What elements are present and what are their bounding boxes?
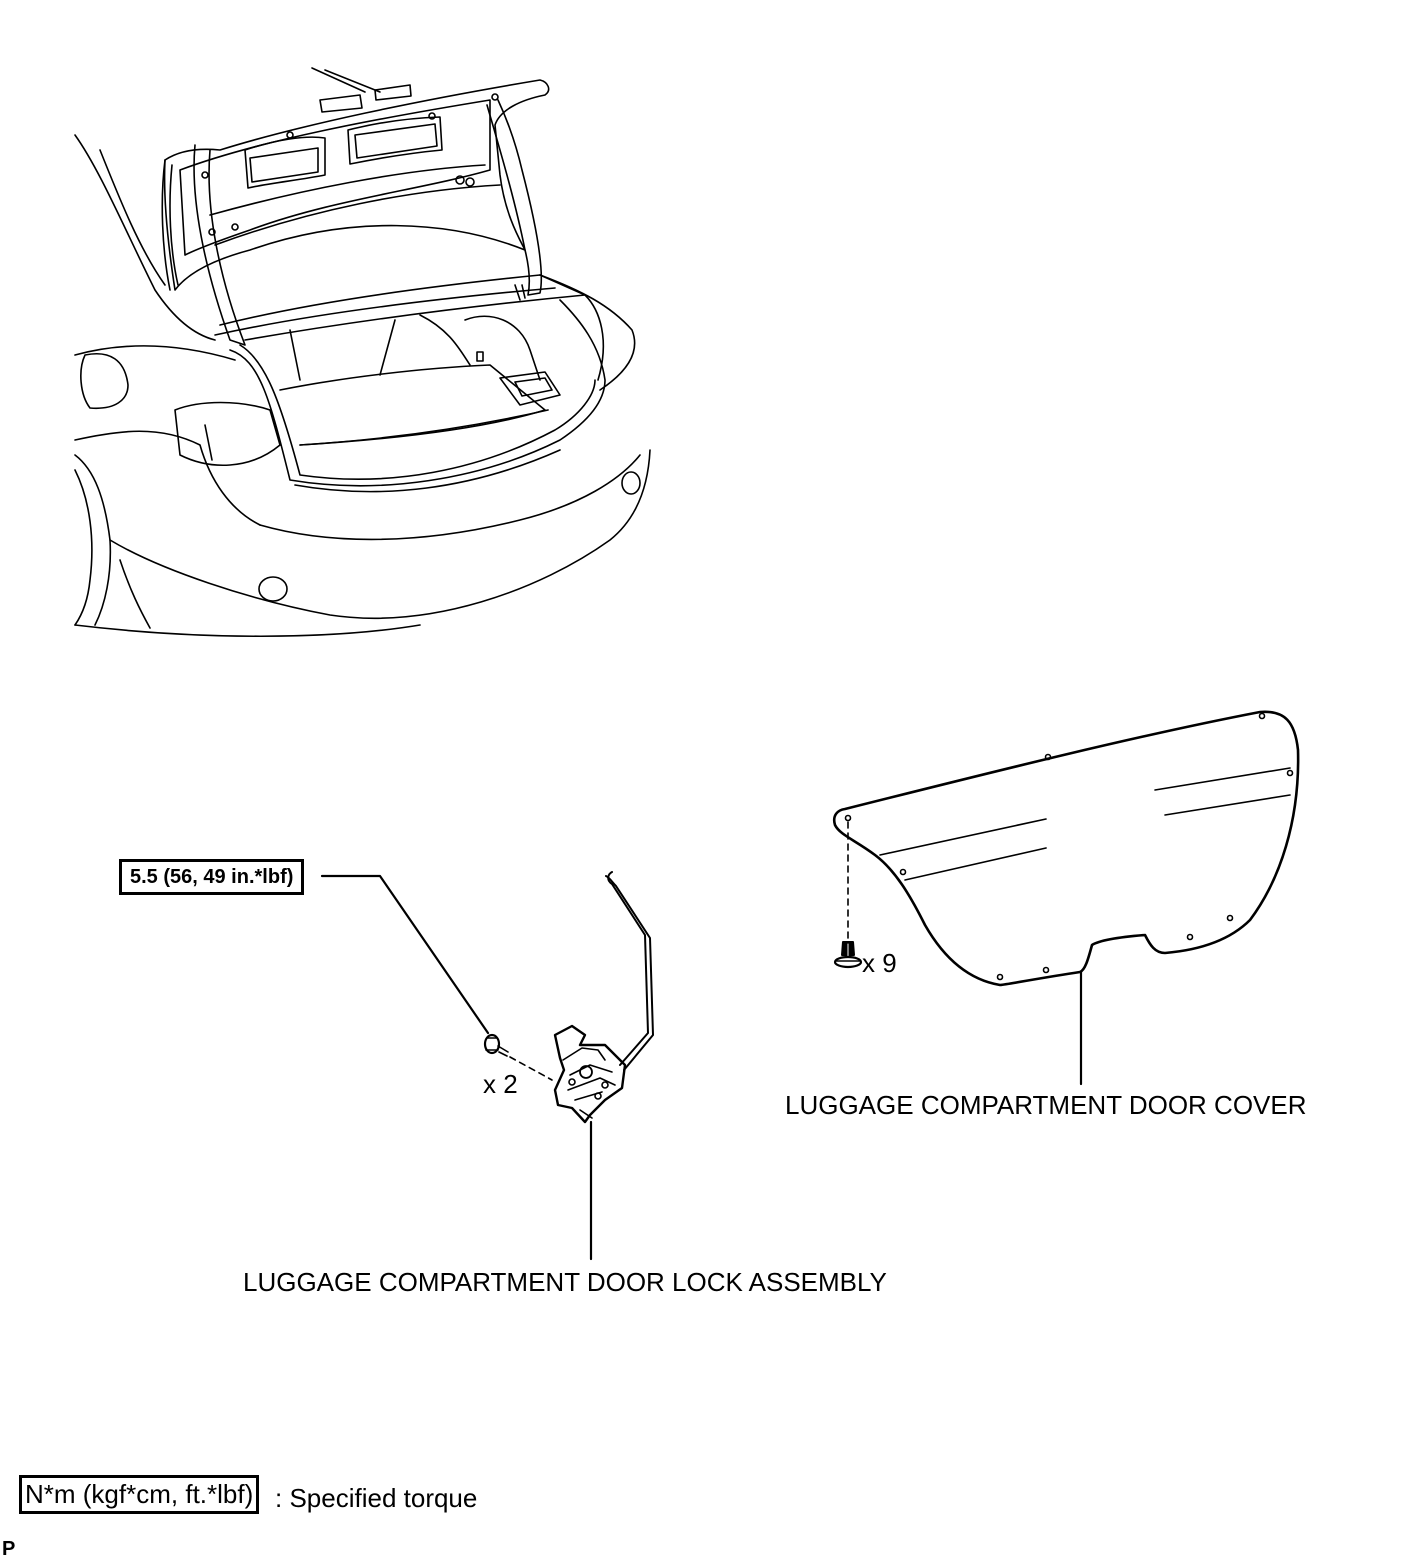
door-lock-assembly-illustration [553, 871, 654, 1124]
legend-units-box: N*m (kgf*cm, ft.*lbf) [19, 1475, 260, 1514]
corner-mark: P [2, 1538, 16, 1560]
bolt-icon [483, 1033, 509, 1057]
cover-clip-quantity: x 9 [862, 948, 897, 978]
bolt-install-dashed-line [509, 1056, 553, 1081]
lock-bolt-quantity: x 2 [483, 1069, 518, 1099]
door-cover-illustration [832, 710, 1300, 987]
door-cover-label: LUGGAGE COMPARTMENT DOOR COVER [785, 1090, 1307, 1120]
door-lock-assembly-label: LUGGAGE COMPARTMENT DOOR LOCK ASSEMBLY [243, 1267, 887, 1297]
clip-icon [833, 941, 863, 969]
torque-spec-callout: 5.5 (56, 49 in.*lbf) [119, 859, 305, 895]
legend-description: : Specified torque [275, 1483, 478, 1513]
vehicle-rear-illustration [74, 67, 651, 638]
torque-callout-leader [320, 874, 490, 1035]
